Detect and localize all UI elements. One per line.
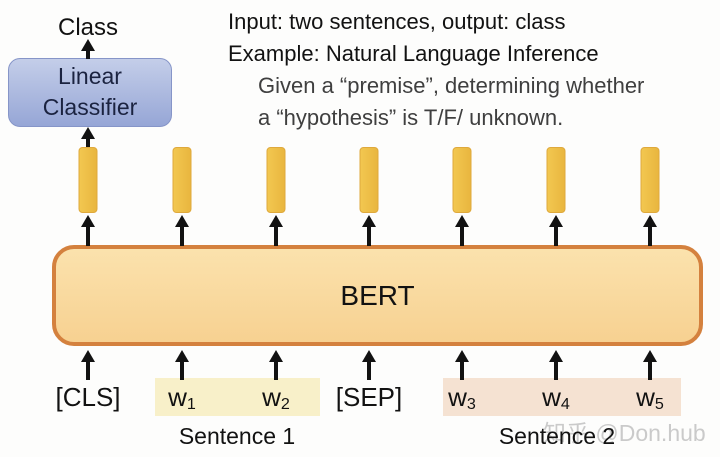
sentence2-highlight bbox=[443, 378, 681, 416]
embedding-bar-3 bbox=[266, 147, 286, 213]
token-7: w5 bbox=[636, 382, 664, 413]
arrow-token-3-to-bert bbox=[269, 350, 283, 380]
arrowhead-icon bbox=[269, 215, 283, 227]
embedding-bar-4 bbox=[359, 147, 379, 213]
arrow-bert-to-bar-5 bbox=[455, 215, 469, 246]
arrow-token-2-to-bert bbox=[175, 350, 189, 380]
arrowhead-icon bbox=[643, 350, 657, 362]
arrow-shaft bbox=[460, 227, 464, 246]
arrow-bar1-to-classifier bbox=[81, 127, 95, 147]
embedding-bar-6 bbox=[546, 147, 566, 213]
note-example: Example: Natural Language Inference bbox=[228, 41, 599, 66]
token-text: [CLS] bbox=[55, 382, 121, 412]
arrowhead-icon bbox=[81, 127, 95, 139]
embedding-bar-1 bbox=[78, 147, 98, 213]
token-3: w2 bbox=[262, 382, 290, 413]
arrow-shaft bbox=[648, 362, 652, 380]
note-input-output: Input: two sentences, output: class bbox=[228, 9, 566, 34]
arrowhead-icon bbox=[175, 215, 189, 227]
arrow-bert-to-bar-2 bbox=[175, 215, 189, 246]
token-subscript: 2 bbox=[280, 394, 290, 413]
arrow-bert-to-bar-1 bbox=[81, 215, 95, 246]
sentence1-highlight bbox=[155, 378, 320, 416]
arrow-shaft bbox=[274, 362, 278, 380]
arrow-token-7-to-bert bbox=[643, 350, 657, 380]
bert-box: BERT bbox=[52, 245, 703, 346]
arrowhead-icon bbox=[81, 39, 95, 51]
note-hypothesis: a “hypothesis” is T/F/ unknown. bbox=[258, 105, 564, 130]
watermark: 知乎 @Don.hub bbox=[543, 420, 706, 446]
token-text: [SEP] bbox=[335, 382, 403, 412]
arrow-bert-to-bar-3 bbox=[269, 215, 283, 246]
arrowhead-icon bbox=[455, 350, 469, 362]
arrow-shaft bbox=[86, 139, 90, 147]
token-subscript: 1 bbox=[186, 394, 196, 413]
sentence2-label: Sentence 2 bbox=[498, 423, 616, 449]
classifier-label-line2: Classifier bbox=[42, 94, 138, 120]
arrow-shaft bbox=[367, 227, 371, 246]
arrow-shaft bbox=[554, 362, 558, 380]
arrow-classifier-to-class bbox=[81, 39, 95, 59]
token-1: [CLS] bbox=[55, 382, 120, 413]
arrow-token-5-to-bert bbox=[455, 350, 469, 380]
arrow-bert-to-bar-4 bbox=[362, 215, 376, 246]
token-subscript: 3 bbox=[466, 394, 476, 413]
class-output-label: Class bbox=[57, 14, 119, 41]
arrowhead-icon bbox=[549, 350, 563, 362]
arrowhead-icon bbox=[81, 350, 95, 362]
arrow-shaft bbox=[180, 227, 184, 246]
arrowhead-icon bbox=[175, 350, 189, 362]
arrowhead-icon bbox=[81, 215, 95, 227]
embedding-bar-7 bbox=[640, 147, 660, 213]
arrow-shaft bbox=[86, 227, 90, 246]
arrow-token-1-to-bert bbox=[81, 350, 95, 380]
token-2: w1 bbox=[168, 382, 196, 413]
token-text: w bbox=[448, 382, 467, 412]
arrow-shaft bbox=[180, 362, 184, 380]
arrow-bert-to-bar-6 bbox=[549, 215, 563, 246]
token-text: w bbox=[542, 382, 561, 412]
annotation-block: Input: two sentences, output: class Exam… bbox=[228, 6, 644, 134]
arrowhead-icon bbox=[643, 215, 657, 227]
classifier-label-line1: Linear bbox=[58, 63, 122, 89]
token-5: w3 bbox=[448, 382, 476, 413]
token-text: w bbox=[636, 382, 655, 412]
arrowhead-icon bbox=[362, 350, 376, 362]
arrow-shaft bbox=[460, 362, 464, 380]
token-4: [SEP] bbox=[336, 382, 402, 413]
arrow-bert-to-bar-7 bbox=[643, 215, 657, 246]
sentence1-label: Sentence 1 bbox=[178, 423, 296, 449]
token-subscript: 4 bbox=[560, 394, 570, 413]
linear-classifier-box: Linear Classifier bbox=[8, 58, 172, 127]
arrow-shaft bbox=[86, 362, 90, 380]
arrow-shaft bbox=[648, 227, 652, 246]
arrow-token-4-to-bert bbox=[362, 350, 376, 380]
arrow-shaft bbox=[274, 227, 278, 246]
arrow-shaft bbox=[367, 362, 371, 380]
arrow-shaft bbox=[554, 227, 558, 246]
token-6: w4 bbox=[542, 382, 570, 413]
arrowhead-icon bbox=[455, 215, 469, 227]
embedding-bar-2 bbox=[172, 147, 192, 213]
token-text: w bbox=[168, 382, 187, 412]
token-text: w bbox=[262, 382, 281, 412]
bert-label: BERT bbox=[340, 279, 415, 311]
token-subscript: 5 bbox=[654, 394, 664, 413]
arrow-shaft bbox=[86, 51, 90, 59]
arrowhead-icon bbox=[362, 215, 376, 227]
note-premise: Given a “premise”, determining whether bbox=[258, 73, 645, 98]
arrowhead-icon bbox=[269, 350, 283, 362]
embedding-bar-5 bbox=[452, 147, 472, 213]
arrow-token-6-to-bert bbox=[549, 350, 563, 380]
arrowhead-icon bbox=[549, 215, 563, 227]
